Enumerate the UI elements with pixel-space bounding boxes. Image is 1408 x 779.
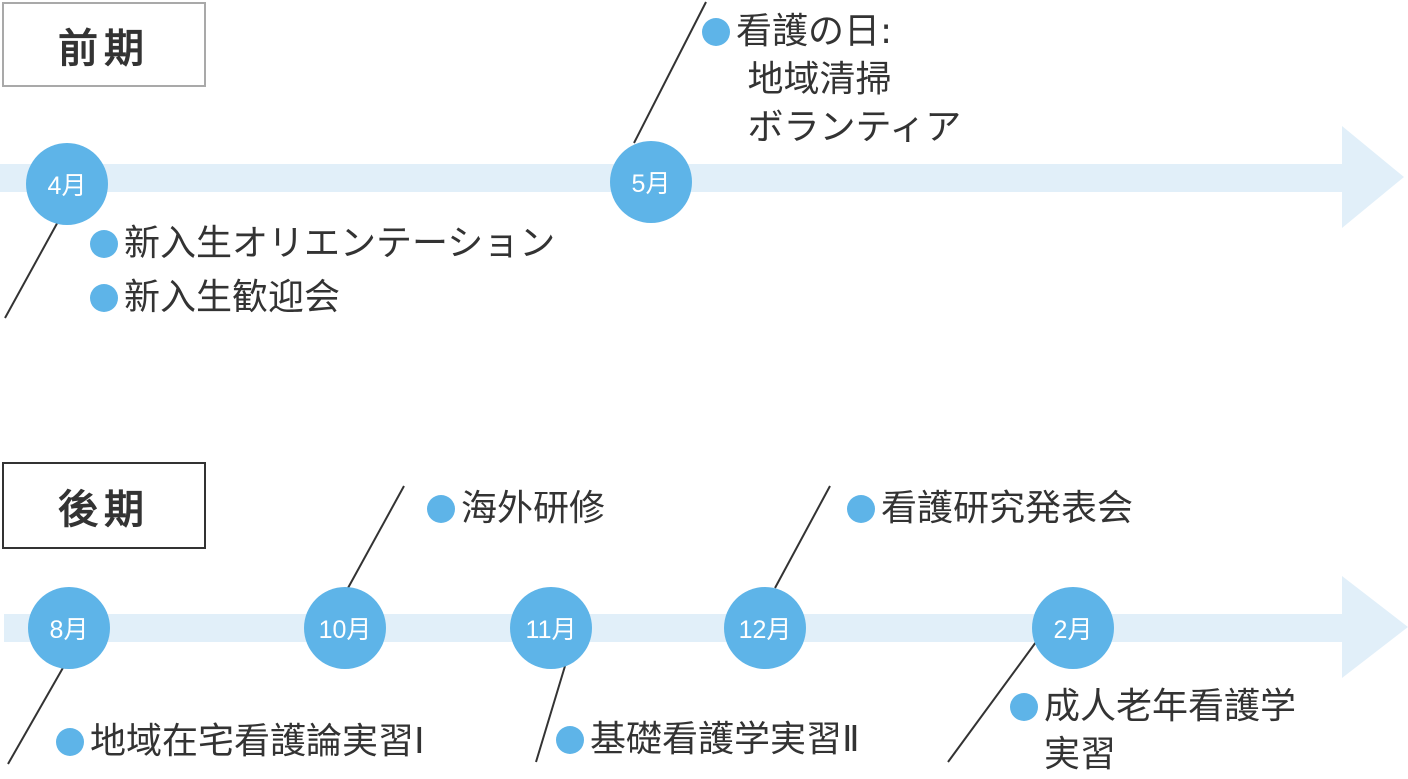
event-community: 地域在宅看護論実習Ⅰ <box>56 718 425 766</box>
bullet-dot <box>556 726 584 754</box>
event-research: 看護研究発表会 <box>847 485 1133 533</box>
second-term-label: 後期 <box>2 462 206 549</box>
connector-oct <box>347 485 405 589</box>
event-orientation: 新入生オリエンテーション <box>90 220 555 268</box>
month-feb: 2月 <box>1032 587 1114 669</box>
first-term-arrow <box>0 126 1404 228</box>
event-orientation-text: 新入生オリエンテーション <box>124 223 556 264</box>
connector-apr <box>4 217 61 319</box>
bullet-dot <box>90 230 118 258</box>
event-overseas: 海外研修 <box>427 485 605 533</box>
event-welcome-text: 新入生歓迎会 <box>124 277 341 318</box>
month-oct: 10月 <box>304 587 386 669</box>
bullet-dot <box>56 728 84 756</box>
event-basic: 基礎看護学実習Ⅱ <box>556 716 860 764</box>
connector-nov <box>535 665 566 763</box>
bullet-dot <box>702 18 730 46</box>
first-term-label: 前期 <box>2 2 206 87</box>
month-dec: 12月 <box>724 587 806 669</box>
connector-may <box>633 1 707 144</box>
bullet-dot <box>847 495 875 523</box>
event-adult: 成人老年看護学 実習 <box>1010 683 1296 779</box>
second-term-arrow <box>4 576 1408 678</box>
connector-dec <box>774 485 831 589</box>
event-nursing-day-text: 看護の日: 地域清掃 ボランティア <box>736 11 962 148</box>
month-apr: 4月 <box>26 143 108 225</box>
event-basic-text: 基礎看護学実習Ⅱ <box>590 719 860 760</box>
month-aug: 8月 <box>28 587 110 669</box>
bullet-dot <box>90 284 118 312</box>
event-community-text: 地域在宅看護論実習Ⅰ <box>90 721 425 762</box>
event-nursing-day: 看護の日: 地域清掃 ボランティア <box>702 8 961 152</box>
event-research-text: 看護研究発表会 <box>881 488 1134 529</box>
event-overseas-text: 海外研修 <box>461 488 606 529</box>
connector-aug <box>7 665 65 765</box>
bullet-dot <box>1010 693 1038 721</box>
event-welcome: 新入生歓迎会 <box>90 274 340 322</box>
event-adult-text: 成人老年看護学 実習 <box>1044 686 1297 775</box>
connector-feb <box>947 641 1037 763</box>
month-nov: 11月 <box>510 587 592 669</box>
bullet-dot <box>427 495 455 523</box>
month-may: 5月 <box>610 141 692 223</box>
